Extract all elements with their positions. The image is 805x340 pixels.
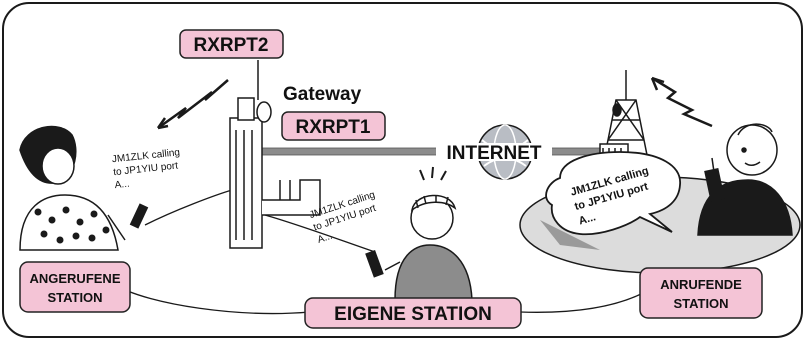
tower-icon	[599, 70, 649, 163]
message-called-line3: A...	[114, 179, 130, 192]
woman-with-radio-icon	[19, 125, 149, 251]
label-rxrpt2-text: RXRPT2	[194, 35, 269, 56]
label-calling-station: ANRUFENDE STATION	[639, 267, 763, 319]
radio-wave-icon	[156, 76, 713, 130]
man-with-radio-icon	[697, 123, 793, 236]
ground-shadow	[540, 220, 600, 250]
label-rxrpt1: RXRPT1	[281, 111, 386, 141]
boy-with-radio-icon	[365, 166, 473, 301]
label-own-station-text: EIGENE STATION	[334, 304, 492, 325]
label-own-station: EIGENE STATION	[304, 297, 522, 329]
label-internet: INTERNET	[436, 143, 552, 164]
label-internet-text: INTERNET	[447, 143, 542, 164]
message-calling-line3: A...	[577, 211, 597, 227]
repeater-building-icon	[229, 60, 321, 249]
link-lines	[114, 189, 646, 315]
label-called-station: ANGERUFENE STATION	[19, 261, 131, 313]
label-calling-station-line1: ANRUFENDE	[660, 277, 742, 292]
label-rxrpt2: RXRPT2	[179, 29, 284, 59]
message-own-line3: A...	[316, 231, 334, 246]
calling-speech-bubble	[545, 151, 681, 236]
label-calling-station-line2: STATION	[673, 296, 728, 311]
label-rxrpt1-text: RXRPT1	[296, 117, 371, 138]
label-called-station-line1: ANGERUFENE	[29, 271, 120, 286]
label-gateway: Gateway	[283, 84, 362, 105]
label-called-station-line2: STATION	[47, 290, 102, 305]
message-called: JM1ZLK calling to JP1YIU port A...	[111, 147, 180, 192]
